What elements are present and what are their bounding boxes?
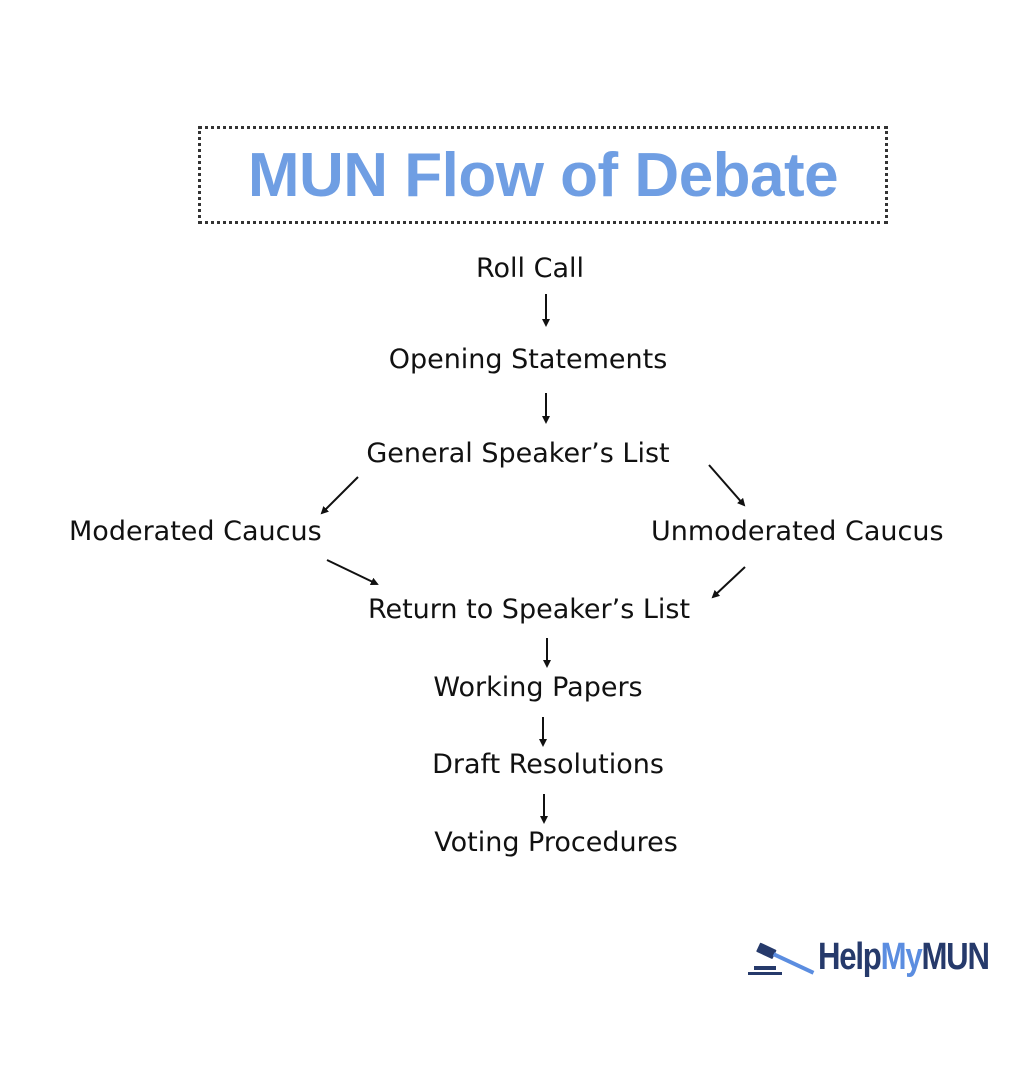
- node-return-to-speakers-list: Return to Speaker’s List: [367, 594, 691, 625]
- node-draft-resolutions: Draft Resolutions: [432, 749, 664, 780]
- node-opening-statements: Opening Statements: [388, 344, 668, 375]
- node-working-papers: Working Papers: [433, 672, 643, 703]
- node-unmoderated-caucus: Unmoderated Caucus: [651, 516, 944, 547]
- logo-wordmark: HelpMyMUN: [818, 936, 990, 979]
- logo-text-help: Help: [818, 936, 882, 978]
- logo-text-my: My: [880, 936, 923, 978]
- arrow-unmoderated-to-return: [711, 566, 746, 599]
- helpmymun-logo: HelpMyMUN: [746, 930, 990, 990]
- arrow-general-to-unmoderated: [708, 464, 746, 507]
- arrow-moderated-to-return: [326, 559, 379, 586]
- node-voting-procedures: Voting Procedures: [434, 827, 678, 858]
- title-frame: MUN Flow of Debate: [198, 126, 888, 224]
- arrow-general-to-moderated: [320, 476, 359, 515]
- node-roll-call: Roll Call: [475, 253, 585, 284]
- diagram-title: MUN Flow of Debate: [247, 140, 839, 210]
- node-moderated-caucus: Moderated Caucus: [69, 516, 322, 547]
- logo-text-mun: MUN: [921, 936, 990, 978]
- gavel-icon: [748, 942, 815, 975]
- node-general-speakers-list: General Speaker’s List: [366, 438, 670, 469]
